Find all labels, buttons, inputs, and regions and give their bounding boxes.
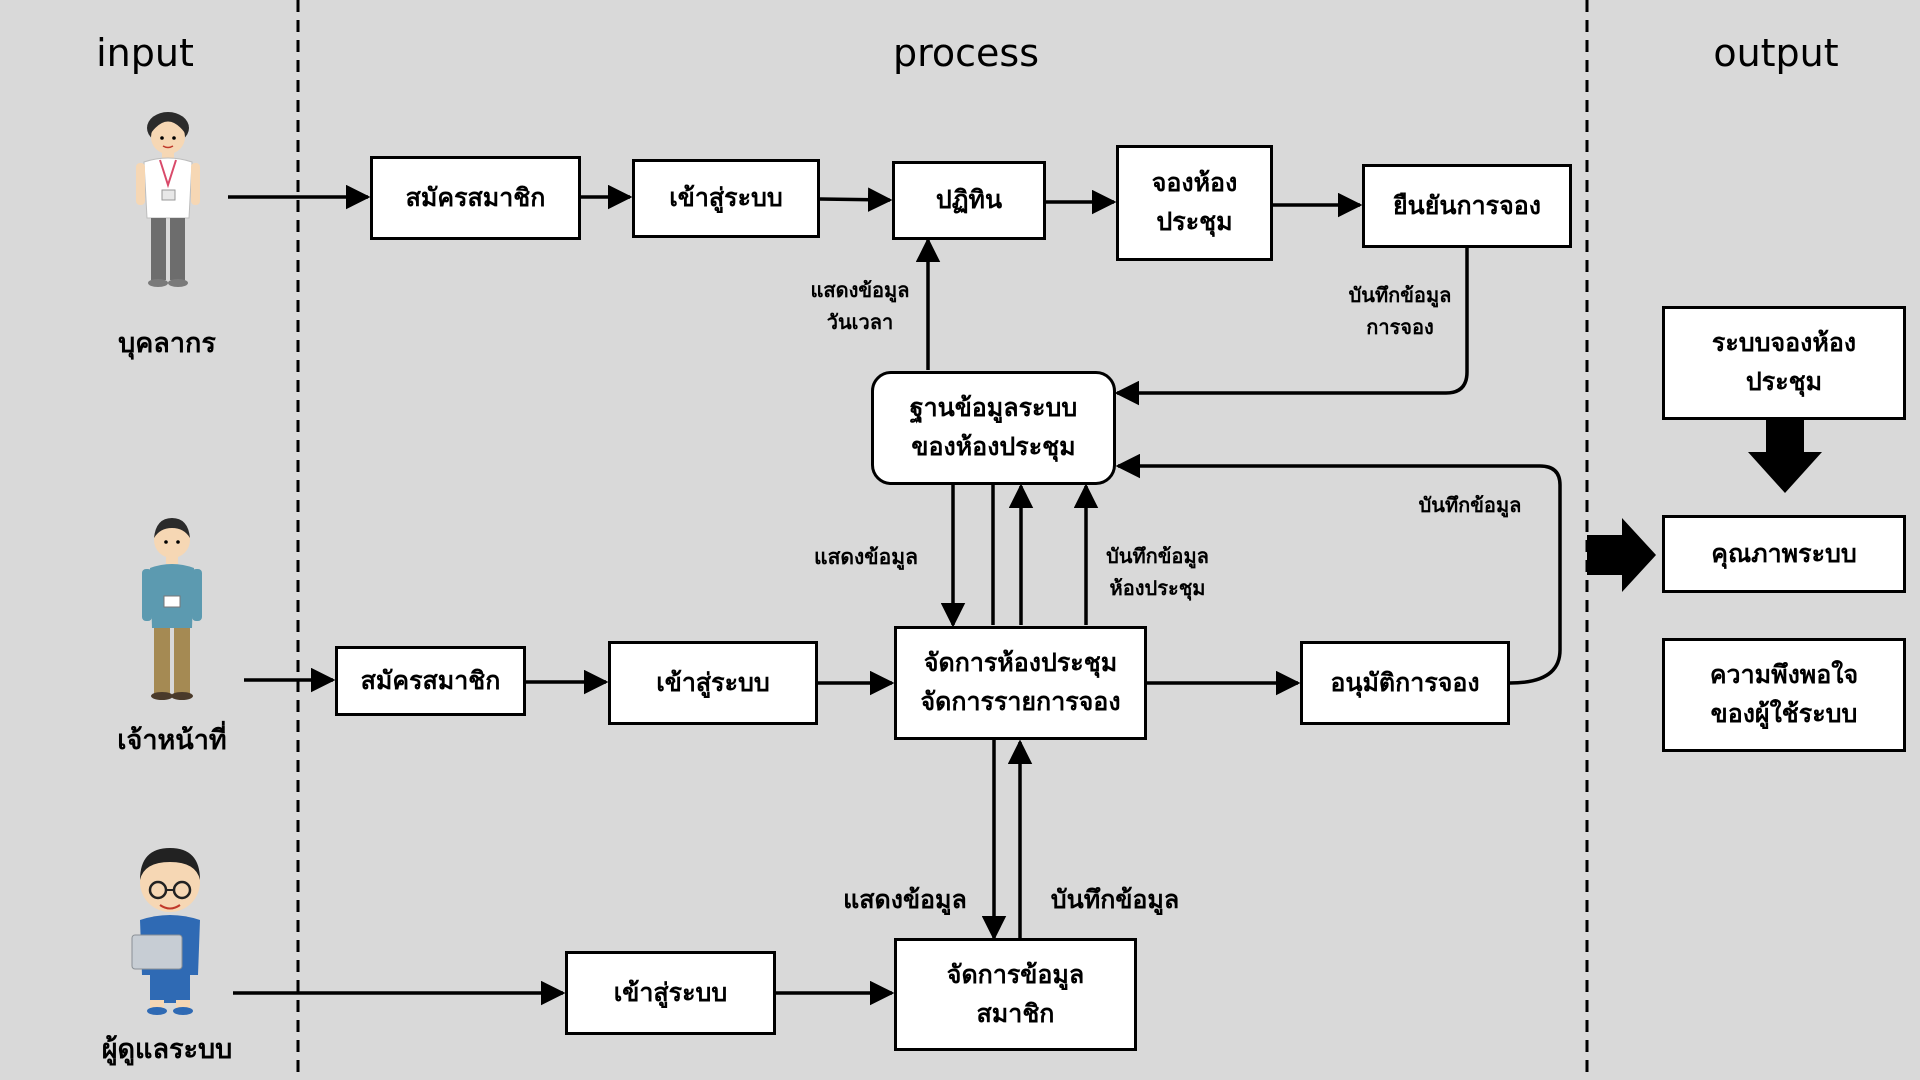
actor-label-admin: ผู้ดูแลระบบ xyxy=(101,1034,233,1065)
arrow-approve-to-db xyxy=(1115,453,1562,685)
personnel-figure xyxy=(136,112,200,287)
edge-label-show-data-admin: แสดงข้อมูล xyxy=(843,885,967,914)
column-heading-output: output xyxy=(1713,31,1839,75)
actor-label-staff: เจ้าหน้าที่ xyxy=(117,725,227,756)
box-book-room: จองห้อง ประชุม xyxy=(1116,145,1273,261)
admin-figure xyxy=(131,848,200,1015)
edge-label-save-room: บันทึกข้อมูล ห้องประชุม xyxy=(1106,544,1209,600)
edge-label-show-data-staff: แสดงข้อมูล xyxy=(814,545,918,569)
column-heading-input: input xyxy=(96,31,194,75)
box-confirm-booking: ยืนยันการจอง xyxy=(1362,164,1572,248)
box-system-database: ฐานข้อมูลระบบ ของห้องประชุม xyxy=(871,371,1116,485)
box-output-system-quality: คุณภาพระบบ xyxy=(1662,515,1906,593)
edge-label-save-booking: บันทึกข้อมูล การจอง xyxy=(1348,283,1452,339)
edge-label-save-data-admin: บันทึกข้อมูล xyxy=(1050,885,1180,914)
staff-figure xyxy=(142,518,202,700)
block-arrow-process-to-output xyxy=(1587,518,1656,592)
box-output-booking-system: ระบบจองห้อง ประชุม xyxy=(1662,306,1906,420)
block-arrow-system-to-quality xyxy=(1748,420,1822,493)
box-approve-booking: อนุมัติการจอง xyxy=(1300,641,1510,725)
box-staff-register: สมัครสมาชิก xyxy=(335,646,526,716)
arrow-login-to-calendar xyxy=(819,187,893,212)
box-personnel-register: สมัครสมาชิก xyxy=(370,156,581,240)
arrow-confirm-to-db xyxy=(1114,248,1469,406)
box-calendar: ปฏิทิน xyxy=(892,161,1046,240)
box-admin-login: เข้าสู่ระบบ xyxy=(565,951,776,1035)
box-output-user-satisfaction: ความพึงพอใจ ของผู้ใช้ระบบ xyxy=(1662,638,1906,752)
edge-label-show-datetime: แสดงข้อมูล วันเวลา xyxy=(810,278,910,334)
column-heading-process: process xyxy=(892,31,1040,75)
edge-label-save-approve: บันทึกข้อมูล xyxy=(1418,493,1522,517)
box-personnel-login: เข้าสู่ระบบ xyxy=(632,159,820,238)
box-manage-rooms-bookings: จัดการห้องประชุม จัดการรายการจอง xyxy=(894,626,1147,740)
actor-label-personnel: บุคลากร xyxy=(118,328,216,359)
box-manage-members: จัดการข้อมูล สมาชิก xyxy=(894,938,1137,1051)
box-staff-login: เข้าสู่ระบบ xyxy=(608,641,818,725)
